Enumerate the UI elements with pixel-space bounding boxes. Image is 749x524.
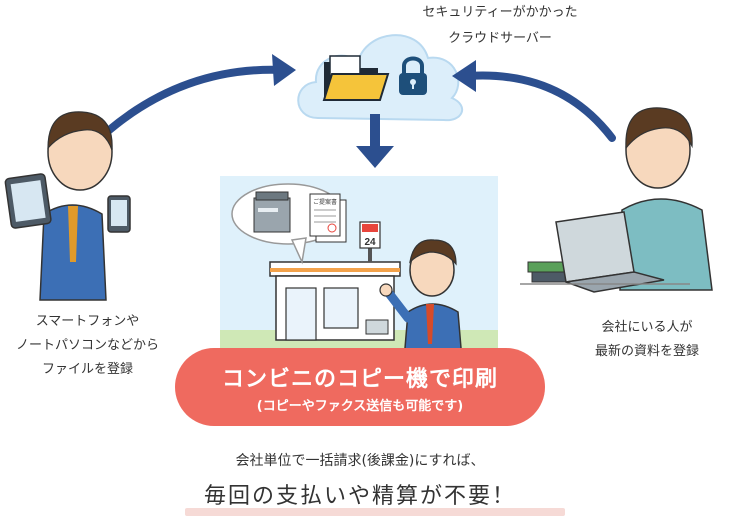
cloud-caption: セキュリティーがかかった クラウドサーバー: [395, 0, 605, 52]
smartphone-icon: [107, 195, 131, 233]
left-person-caption: スマートフォンや ノートパソコンなどから ファイルを登録: [0, 310, 175, 382]
banner-subtitle: (コピーやファクス送信も可能です): [256, 399, 464, 414]
store-24-sign: [359, 221, 381, 262]
left-person-figure: [4, 111, 131, 301]
left-caption-line1: スマートフォンや: [35, 314, 140, 329]
no-payment-headline: 毎回の支払いや精算が不要！: [203, 484, 516, 509]
tablet-icon: [4, 173, 52, 229]
arrow-left-to-cloud: [96, 54, 296, 142]
banner-title: コンビニのコピー機で印刷: [221, 367, 498, 392]
billing-note: 会社単位で一括請求(後課金)にすれば、: [235, 453, 485, 469]
cloud-caption-line2: クラウドサーバー: [448, 31, 552, 46]
copier-icon: [253, 191, 291, 233]
highlight-underline: [185, 508, 565, 516]
laptop-icon: [555, 211, 665, 293]
arrow-right-to-cloud: [452, 60, 616, 142]
left-caption-line2: ノートパソコンなどから: [15, 338, 159, 353]
left-caption-line3: ファイルを登録: [41, 362, 133, 377]
proposal-document-icon: [309, 193, 347, 243]
right-caption-line1: 会社にいる人が: [601, 320, 693, 335]
desk-books-icon: [527, 261, 569, 283]
right-person-caption: 会社にいる人が 最新の資料を登録: [572, 316, 722, 364]
copier-bubble: [231, 183, 347, 265]
cloud-server-icon: [297, 34, 464, 122]
convenience-store-scene: [220, 176, 498, 361]
store-clerk-figure: [379, 239, 463, 361]
lock-icon: [399, 56, 427, 95]
right-caption-line2: 最新の資料を登録: [594, 344, 699, 359]
convenience-print-banner: コンビニのコピー機で印刷 (コピーやファクス送信も可能です): [175, 348, 545, 426]
store-sign-number: 24: [364, 237, 376, 248]
right-person-figure: [520, 107, 713, 293]
store-building: [269, 261, 401, 341]
cloud-caption-line1: セキュリティーがかかった: [422, 5, 578, 20]
folder-icon: [322, 55, 390, 101]
arrow-cloud-to-store: [356, 114, 394, 168]
proposal-document-title: ご提案書: [313, 198, 337, 206]
